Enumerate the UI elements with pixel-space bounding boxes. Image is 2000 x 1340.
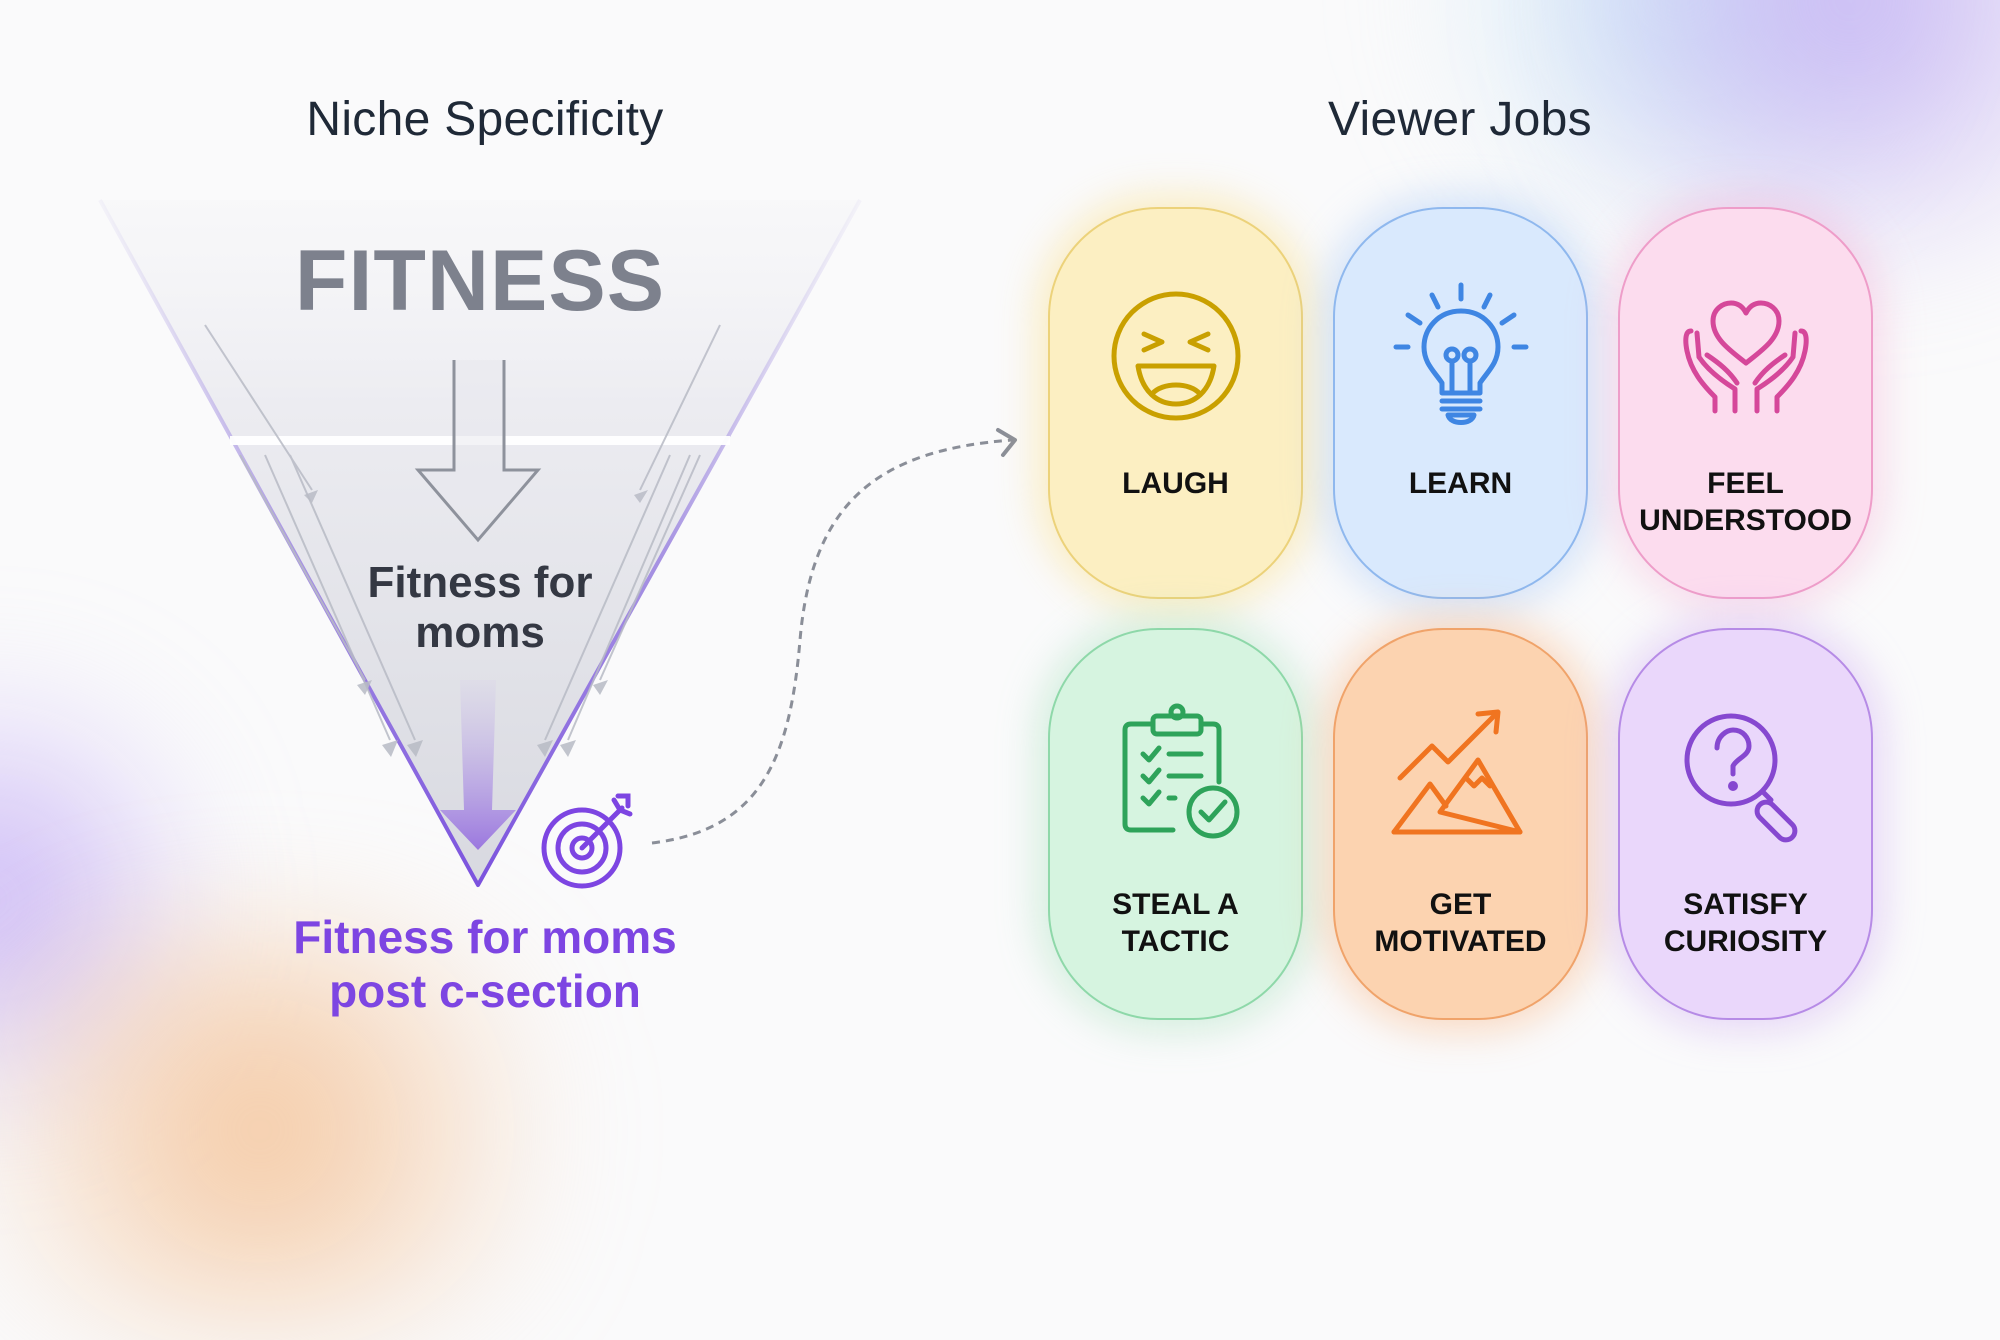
job-label: SATISFY CURIOSITY — [1663, 888, 1828, 958]
job-card-learn: LEARN — [1333, 207, 1588, 599]
laughing-face-icon — [1101, 281, 1251, 431]
viewer-jobs-heading: Viewer Jobs — [1328, 93, 1592, 146]
level-target-post-c-section: Fitness for moms post c-section — [293, 911, 677, 1017]
magnifier-question-icon — [1671, 702, 1821, 852]
job-label: LEARN — [1408, 467, 1513, 500]
dashed-connector — [651, 438, 1013, 845]
job-card-laugh: LAUGH — [1048, 207, 1303, 599]
job-label: LAUGH — [1122, 467, 1229, 500]
job-card-satisfy-curiosity: SATISFY CURIOSITY — [1618, 628, 1873, 1020]
job-label: STEAL A TACTIC — [1112, 888, 1239, 958]
job-label: FEEL UNDERSTOOD — [1639, 467, 1852, 537]
job-card-get-motivated: GET MOTIVATED — [1333, 628, 1588, 1020]
mountain-growth-icon — [1386, 702, 1536, 852]
job-card-steal-a-tactic: STEAL A TACTIC — [1048, 628, 1303, 1020]
hands-heart-icon — [1671, 281, 1821, 431]
clipboard-check-icon — [1101, 702, 1251, 852]
level-broad-fitness: FITNESS — [294, 233, 666, 329]
job-label: GET MOTIVATED — [1374, 888, 1547, 958]
lightbulb-icon — [1386, 281, 1536, 431]
niche-specificity-heading: Niche Specificity — [306, 93, 664, 146]
niche-funnel — [98, 199, 1017, 887]
job-card-feel-understood: FEEL UNDERSTOOD — [1618, 207, 1873, 599]
level-middle-fitness-for-moms: Fitness for moms — [367, 558, 593, 657]
